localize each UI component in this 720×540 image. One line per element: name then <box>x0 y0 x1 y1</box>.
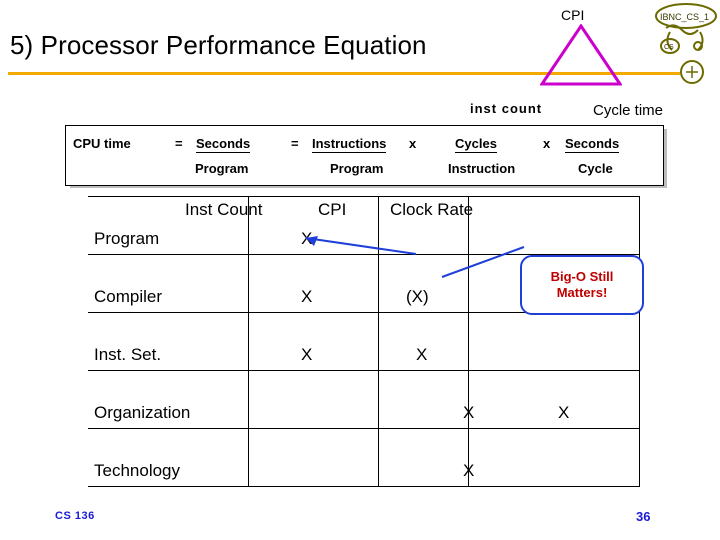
eq-lhs: CPU time <box>73 136 131 151</box>
table-hline-4 <box>88 428 640 429</box>
eq-multiply-1: x <box>409 136 417 151</box>
table-vline-1 <box>248 196 249 486</box>
equation-box <box>65 125 664 186</box>
callout-leader-icon <box>441 246 525 278</box>
big-o-callout: Big-O Still Matters! <box>520 255 644 315</box>
column-header-clock-rate: Clock Rate <box>390 200 474 219</box>
cell-org-cpi: X <box>463 403 475 422</box>
table-hline-0 <box>88 196 640 197</box>
column-header-cpi: CPI <box>318 200 347 219</box>
table-vline-4 <box>639 196 640 486</box>
cell-instset-inst-count: X <box>301 345 313 364</box>
callout-line-1: Big-O Still <box>550 268 614 284</box>
table-row: Organization <box>94 403 191 422</box>
table-hline-5 <box>88 486 640 487</box>
eq-equals-1: = <box>175 136 183 151</box>
page-title: 5) Processor Performance Equation <box>10 30 427 60</box>
eq-term4-denominator: Cycle <box>578 161 613 176</box>
logo-doodle-icon: IBNC_CS_1 CS <box>655 3 717 84</box>
table-hline-2 <box>88 312 640 313</box>
eq-term3-denominator: Instruction <box>448 161 516 176</box>
eq-equals-2: = <box>291 136 299 151</box>
table-hline-3 <box>88 370 640 371</box>
cell-instset-cpi: X <box>416 345 428 364</box>
cell-compiler-inst-count: X <box>301 287 313 306</box>
table-row: Technology <box>94 461 181 480</box>
table-vline-3 <box>468 196 469 486</box>
svg-text:CS: CS <box>664 44 674 51</box>
table-row: Inst. Set. <box>94 345 162 364</box>
cpi-label: CPI <box>561 7 585 23</box>
factors-table: Program X Compiler X (X) Inst. Set. X X … <box>88 196 640 487</box>
eq-term3-numerator: Cycles <box>455 136 497 153</box>
title-divider <box>8 72 680 75</box>
cell-tech-clock-rate: X <box>463 461 475 480</box>
eq-term2-numerator: Instructions <box>312 136 387 153</box>
program-arrow-icon <box>305 236 417 255</box>
eq-term1-numerator: Seconds <box>196 136 251 153</box>
eq-multiply-2: x <box>543 136 551 151</box>
cycle-time-label: Cycle time <box>593 102 664 119</box>
eq-term4-numerator: Seconds <box>565 136 620 153</box>
footer-page-number: 36 <box>636 509 651 524</box>
cpi-triangle-icon <box>540 24 622 86</box>
callout-line-2: Matters! <box>556 285 608 300</box>
table-row: Compiler <box>94 287 163 306</box>
svg-text:IBNC_CS_1: IBNC_CS_1 <box>660 12 709 22</box>
cell-compiler-cpi: (X) <box>406 287 429 306</box>
table-hline-1 <box>88 254 640 255</box>
cpu-time-equation: CPU time = Seconds Program = Instruction… <box>65 125 662 184</box>
cell-org-clock-rate: X <box>558 403 570 422</box>
eq-term2-denominator: Program <box>330 161 384 176</box>
inst-count-label: inst count <box>470 101 543 116</box>
eq-term1-denominator: Program <box>195 161 249 176</box>
table-row: Program <box>94 229 160 248</box>
footer-course: CS 136 <box>55 510 95 522</box>
column-header-inst-count: Inst Count <box>185 200 263 219</box>
table-vline-2 <box>378 196 379 486</box>
